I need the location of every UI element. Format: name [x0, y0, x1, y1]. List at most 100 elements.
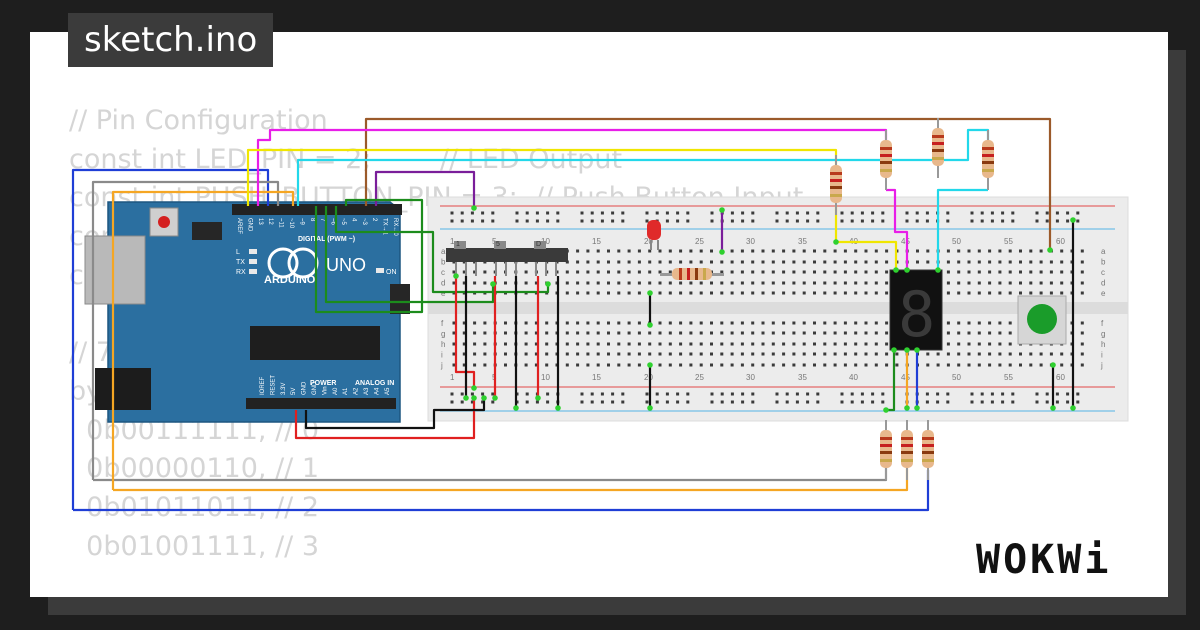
file-tab[interactable]: sketch.ino	[68, 13, 274, 67]
junction-dot	[453, 273, 459, 279]
breadboard-hole	[813, 331, 816, 335]
breadboard-hole	[988, 249, 992, 253]
breadboard-hole	[977, 291, 981, 295]
breadboard-hole	[833, 321, 837, 325]
row-label: a	[441, 247, 446, 256]
arduino-model-label: UNO	[326, 255, 366, 275]
breadboard-hole	[525, 400, 529, 404]
red-led	[647, 220, 661, 240]
breadboard-hole	[720, 331, 724, 335]
breadboard-hole	[524, 281, 528, 285]
breadboard-hole	[792, 260, 796, 264]
breadboard-hole	[802, 363, 806, 367]
breadboard-hole	[916, 260, 919, 264]
breadboard-hole	[710, 321, 713, 325]
breadboard-hole	[710, 392, 714, 396]
breadboard-hole	[720, 281, 724, 285]
junction-dot	[893, 267, 899, 273]
led-label: RX	[236, 269, 246, 276]
breadboard-hole	[854, 321, 858, 325]
breadboard-hole	[491, 219, 495, 223]
breadboard-hole	[946, 321, 950, 325]
column-label: 25	[695, 237, 704, 246]
resistor-band	[932, 157, 944, 160]
breadboard-hole	[596, 270, 600, 274]
wire-magenta	[256, 128, 888, 206]
breadboard-hole	[850, 392, 854, 396]
breadboard-hole	[751, 321, 755, 325]
breadboard-hole	[977, 321, 981, 325]
breadboard-hole	[491, 400, 495, 404]
breadboard-hole	[980, 219, 984, 223]
breadboard-hole	[946, 352, 950, 356]
breadboard-hole	[813, 352, 816, 356]
breadboard-hole	[607, 321, 610, 325]
breadboard-hole	[885, 291, 889, 295]
slide-switch-knob	[534, 241, 546, 249]
breadboard-hole	[871, 219, 875, 223]
breadboard-hole	[871, 392, 875, 396]
slide-switch	[446, 248, 488, 262]
breadboard-hole	[452, 352, 456, 356]
power-pin-label: A0	[333, 387, 339, 395]
breadboard-hole	[833, 281, 837, 285]
breadboard-hole	[679, 249, 683, 253]
breadboard-hole	[600, 211, 604, 215]
breadboard-hole	[967, 249, 971, 253]
breadboard-hole	[998, 270, 1002, 274]
row-label: b	[1101, 258, 1106, 267]
digital-pin-label: ~11	[278, 218, 284, 228]
breadboard-hole	[525, 211, 529, 215]
resistor-band	[922, 444, 934, 447]
breadboard-hole	[792, 270, 796, 274]
breadboard-hole	[607, 342, 610, 346]
breadboard-hole	[843, 281, 847, 285]
breadboard-hole	[970, 392, 974, 396]
breadboard-hole	[565, 270, 569, 274]
breadboard-hole	[970, 400, 974, 404]
breadboard-hole	[1008, 270, 1012, 274]
row-label: g	[1101, 330, 1105, 339]
breadboard-hole	[854, 260, 858, 264]
breadboard-hole	[596, 331, 600, 335]
breadboard-hole	[823, 291, 827, 295]
breadboard-hole	[596, 281, 600, 285]
breadboard-hole	[668, 321, 672, 325]
breadboard-hole	[967, 331, 971, 335]
breadboard-hole	[874, 331, 878, 335]
junction-dot	[1050, 405, 1056, 411]
breadboard-hole	[1029, 281, 1033, 285]
breadboard-hole	[915, 219, 919, 223]
breadboard-hole	[771, 291, 775, 295]
breadboard-hole	[792, 249, 796, 253]
breadboard-hole	[813, 291, 816, 295]
breadboard-hole	[761, 331, 765, 335]
breadboard-hole	[1045, 211, 1049, 215]
junction-dot	[513, 405, 519, 411]
breadboard-hole	[751, 270, 755, 274]
breadboard-hole	[864, 281, 868, 285]
junction-dot	[647, 362, 653, 368]
breadboard-hole	[621, 211, 625, 215]
breadboard-hole	[470, 211, 474, 215]
breadboard-hole	[483, 281, 487, 285]
breadboard-hole	[679, 331, 683, 335]
breadboard-hole	[580, 219, 584, 223]
breadboard-hole	[1080, 291, 1084, 295]
breadboard-hole	[946, 270, 950, 274]
junction-dot	[719, 249, 725, 255]
wire-blue	[71, 168, 270, 510]
breadboard-hole	[813, 281, 816, 285]
breadboard-hole	[1011, 392, 1015, 396]
breadboard-hole	[565, 331, 569, 335]
breadboard-hole	[720, 400, 724, 404]
breadboard-hole	[813, 363, 816, 367]
breadboard-hole	[946, 400, 950, 404]
junction-dot	[471, 205, 477, 211]
breadboard-hole	[957, 281, 961, 285]
breadboard-hole	[586, 352, 590, 356]
slide-switch	[486, 248, 528, 262]
wire-black	[304, 398, 486, 430]
breadboard-hole	[881, 400, 885, 404]
breadboard-hole	[1080, 270, 1084, 274]
